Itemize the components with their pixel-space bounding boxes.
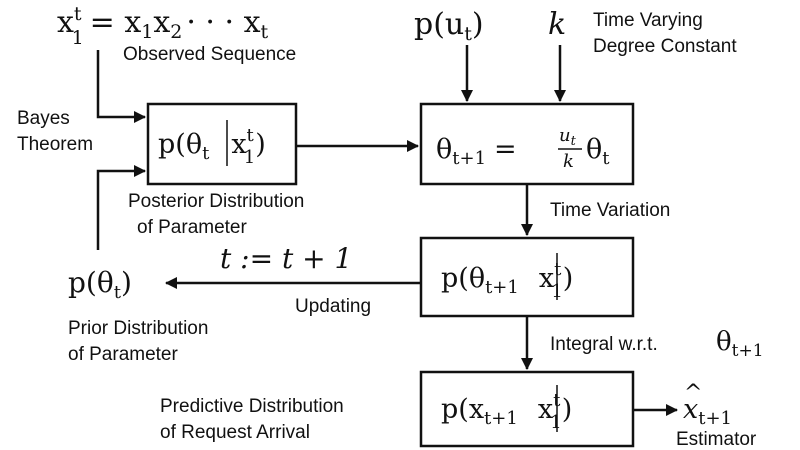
- transition-numerator: ut: [559, 125, 577, 149]
- posterior-distribution-label: Posterior Distribution: [128, 191, 304, 212]
- transition-rhs: θt: [586, 134, 610, 169]
- bayes-label: Bayes: [17, 108, 70, 129]
- transition-denominator: k: [563, 151, 574, 172]
- request-arrival-label: of Request Arrival: [160, 422, 310, 443]
- prior-distribution-formula: p(θt): [68, 266, 132, 303]
- estimator-hat: ^: [684, 381, 702, 406]
- sequence-to-posterior-arrow: [96, 50, 146, 123]
- posterior-box: [146, 102, 298, 186]
- updated-posterior-formula: p(θt+1xt1): [441, 259, 573, 302]
- theorem-label: Theorem: [17, 134, 93, 155]
- prior-to-posterior-arrow: [96, 165, 146, 250]
- update-equation: t := t + 1: [220, 242, 352, 275]
- observed-sequence-label: Observed Sequence: [123, 44, 296, 65]
- prior-distribution-label: Prior Distribution: [68, 318, 208, 339]
- p-u-t-input: p(ut): [414, 7, 484, 45]
- degree-constant-label: Degree Constant: [593, 36, 737, 57]
- prior-parameter-label: of Parameter: [68, 344, 178, 365]
- time-variation-label: Time Variation: [550, 200, 670, 221]
- predictive-box: [419, 370, 635, 448]
- time-varying-label: Time Varying: [593, 10, 703, 31]
- integral-label: Integral w.r.t.: [550, 334, 658, 355]
- estimator-label: Estimator: [676, 429, 757, 450]
- predictive-distribution-label: Predictive Distribution: [160, 396, 344, 417]
- k-input: k: [548, 7, 566, 42]
- updated-posterior-box: [419, 236, 635, 318]
- updating-label: Updating: [295, 296, 371, 317]
- posterior-parameter-label: of Parameter: [137, 217, 247, 238]
- transition-lhs: θt+1=: [436, 134, 517, 169]
- estimator-formula: xt+1: [683, 394, 732, 429]
- integral-variable: θt+1: [716, 327, 764, 361]
- transition-box: [419, 102, 635, 186]
